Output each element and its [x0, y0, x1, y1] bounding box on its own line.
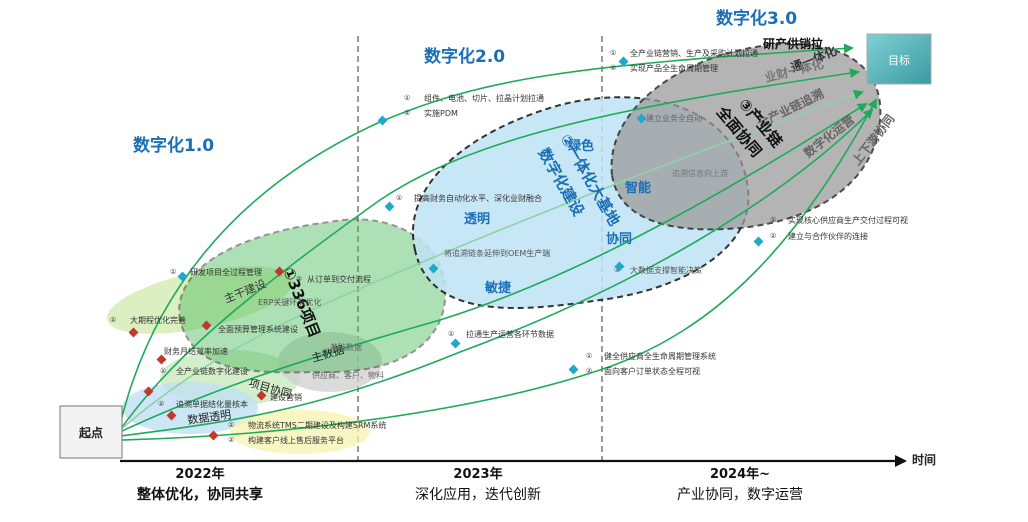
lane-arrow-2 — [119, 68, 860, 431]
marker-diamond — [636, 113, 647, 124]
item-b3-num: ① — [396, 194, 402, 202]
data-transparent-label: 数据透明 — [186, 407, 232, 427]
item-a9: 基础数据 — [330, 342, 362, 352]
item-c7-num: ② — [770, 232, 776, 240]
item-a13-num: ② — [228, 436, 234, 444]
item-c8-num: ① — [586, 352, 592, 360]
item-b1-num: ① — [404, 94, 410, 102]
marker-diamond — [274, 266, 285, 277]
item-a2: 从订单到交付流程 — [307, 274, 371, 284]
axis-label: 时间 — [912, 452, 936, 467]
marker-diamond — [377, 115, 388, 126]
item-b3: 提高财务自动化水平、深化业财融合 — [414, 193, 542, 203]
lane-arrow-5 — [119, 108, 874, 437]
marker-diamond — [753, 236, 764, 247]
item-c9-num: ② — [586, 367, 592, 375]
year-2022: 2022年 — [175, 466, 224, 482]
marker-diamond — [568, 364, 579, 375]
item-a3: ERP关键环节优化 — [258, 297, 321, 307]
item-a6: 财务月结效率加速 — [164, 346, 228, 356]
marker-diamond — [450, 338, 461, 349]
start-label: 起点 — [78, 425, 103, 440]
zone-smart-label: 智能 — [625, 180, 651, 196]
item-c6-num: ① — [770, 216, 776, 224]
marker-diamond — [156, 354, 167, 365]
year-2024: 2024年~ — [710, 466, 770, 482]
item-b4: 将追溯链条延伸到OEM生产端 — [444, 248, 550, 258]
item-c2-num: ② — [610, 64, 616, 72]
item-c5: 大数据支撑智能决策 — [630, 265, 702, 275]
phase-2023: 深化应用，迭代创新 — [415, 486, 541, 503]
item-a1-num: ① — [170, 268, 176, 276]
item-a5: 全面预算管理系统建设 — [218, 324, 298, 334]
marker-diamond — [428, 263, 439, 274]
marker-diamond — [614, 261, 625, 272]
lane-label-1: 研产供销拉 — [763, 36, 823, 51]
item-c3: 建立业务全自动 — [646, 113, 702, 123]
item-c4: 追溯信息向上游 — [672, 168, 728, 178]
item-b2-num: ② — [404, 109, 410, 117]
item-b5: 拉通生产运营各环节数据 — [466, 329, 554, 339]
marker-diamond — [618, 56, 629, 67]
marker-diamond — [256, 390, 267, 401]
lane-arrow-6 — [121, 98, 877, 441]
item-a2-num: ② — [296, 275, 302, 283]
item-c8: 健全供应商全生命周期管理系统 — [604, 351, 716, 361]
item-c6: 实现核心供应商生产交付过程可视 — [788, 215, 908, 225]
item-a8-num: ② — [158, 400, 164, 408]
zone-green-label: 绿色 — [568, 138, 594, 154]
zone-collab-label: 协同 — [606, 231, 632, 247]
marker-diamond — [143, 386, 154, 397]
item-a1: 研发项目全过程管理 — [190, 267, 262, 277]
item-a4: 大期程优化完善 — [130, 315, 186, 325]
item-b1: 组件、电池、切片、拉晶计划拉通 — [424, 93, 544, 103]
item-a7: 全产业链数字化建设 — [176, 366, 248, 376]
phase-2024: 产业协同，数字运营 — [677, 487, 803, 503]
goal-label: 目标 — [888, 53, 910, 67]
year-2023: 2023年 — [453, 466, 502, 482]
item-c5-num: ① — [614, 266, 620, 274]
item-c1: 全产业链营销、生产及采购计划拉通 — [630, 48, 758, 58]
zone-336-project — [178, 218, 447, 374]
phase-2022: 整体优化，协同共享 — [136, 486, 263, 503]
ellipse-logistics — [230, 410, 370, 454]
item-c2: 实现产品全生命周期管理 — [630, 63, 718, 73]
item-a11: 建设营销 — [270, 392, 302, 402]
item-a12: 物流系统TMS二期建设及构建SRM系统 — [248, 420, 386, 430]
marker-diamond — [128, 327, 139, 338]
item-c1-num: ① — [610, 49, 616, 57]
item-a12-num: ① — [228, 421, 234, 429]
marker-diamond — [166, 410, 177, 421]
marker-diamond — [384, 201, 395, 212]
lane-arrow-3 — [119, 89, 864, 431]
item-a13: 构建客户线上售后服务平台 — [248, 435, 344, 445]
stage-title-2: 数字化2.0 — [424, 46, 505, 67]
marker-diamond — [201, 320, 212, 331]
ellipse-main-build — [106, 266, 294, 334]
start-box — [59, 405, 123, 459]
item-a7-num: ① — [160, 367, 166, 375]
item-b2: 实施PDM — [424, 108, 458, 118]
item-a4-num: ① — [110, 316, 116, 324]
goal-box — [866, 33, 932, 85]
lane-arrow-4 — [119, 102, 868, 433]
ellipse-main-data — [278, 332, 382, 392]
zone-agile-label: 敏捷 — [484, 280, 512, 296]
stage-title-3: 数字化3.0 — [716, 8, 797, 29]
item-a8: 追溯单据结化量核本 — [176, 399, 248, 409]
item-c9: 面向客户订单状态全程可视 — [604, 366, 700, 376]
zone-transparent-label: 透明 — [464, 212, 490, 227]
marker-diamond — [208, 430, 219, 441]
stage-title-1: 数字化1.0 — [133, 135, 214, 156]
item-b5-num: ① — [448, 330, 454, 338]
milestone-markers — [128, 56, 764, 441]
zone-industry-chain — [610, 43, 882, 231]
item-c7: 建立与合作伙伴的连接 — [788, 231, 868, 241]
marker-diamond — [177, 271, 188, 282]
item-a10: 供应商、客户、物料 — [312, 370, 384, 380]
